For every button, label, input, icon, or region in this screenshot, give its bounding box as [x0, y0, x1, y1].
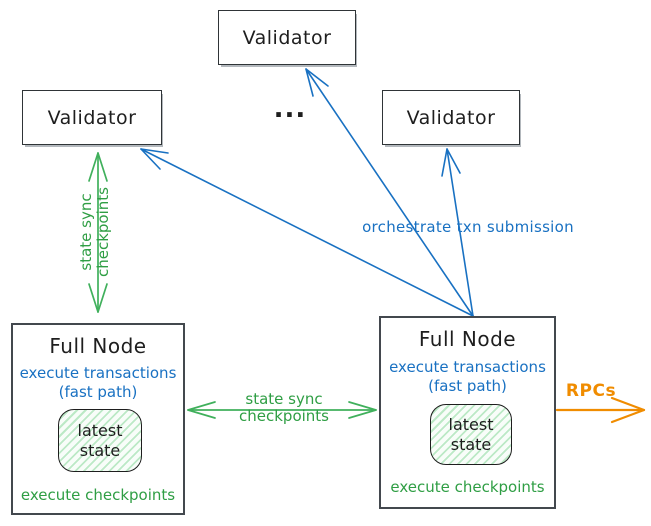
latest-state-right-line1: latest	[448, 414, 494, 434]
latest-state-left-line1: latest	[77, 420, 123, 440]
validator-left-label: Validator	[47, 106, 137, 129]
rpcs-label: RPCs	[565, 381, 617, 401]
validator-right-box: Validator	[382, 90, 520, 145]
state-sync-horizontal-label: state sync checkpoints	[214, 391, 354, 425]
validator-top-label: Validator	[242, 26, 332, 49]
full-node-right-title: Full Node	[418, 327, 517, 351]
full-node-right-fastpath-line1: execute transactions	[389, 358, 546, 376]
state-sync-vertical-label-line1: state sync	[77, 193, 95, 271]
validator-right-label: Validator	[406, 106, 496, 129]
state-sync-vertical-label: state sync checkpoints	[77, 172, 118, 292]
validator-left-box: Validator	[22, 90, 162, 145]
full-node-left-fastpath-line2: (fast path)	[58, 383, 138, 401]
full-node-left-box: Full Node execute transactions (fast pat…	[11, 323, 185, 515]
latest-state-right-line2: state	[450, 434, 492, 454]
latest-state-box-right: latest state	[430, 404, 512, 465]
state-sync-vertical-label-line2: checkpoints	[94, 187, 112, 277]
state-sync-horizontal-label-line2: checkpoints	[239, 407, 329, 425]
latest-state-box-left: latest state	[58, 409, 142, 472]
latest-state-left-line2: state	[79, 440, 121, 460]
rpcs-arrow	[555, 396, 646, 424]
full-node-right-checkpoints: execute checkpoints	[390, 478, 545, 496]
full-node-right-box: Full Node execute transactions (fast pat…	[379, 316, 556, 509]
validators-ellipsis: ...	[273, 94, 307, 124]
full-node-left-title: Full Node	[49, 334, 147, 358]
validator-top-box: Validator	[218, 10, 356, 65]
full-node-right-fastpath-line2: (fast path)	[428, 377, 507, 395]
full-node-left-fastpath-line1: execute transactions	[19, 364, 177, 382]
state-sync-horizontal-label-line1: state sync	[245, 390, 323, 408]
txn-submission-label: orchestrate txn submission	[362, 218, 574, 236]
full-node-left-checkpoints: execute checkpoints	[20, 486, 176, 504]
